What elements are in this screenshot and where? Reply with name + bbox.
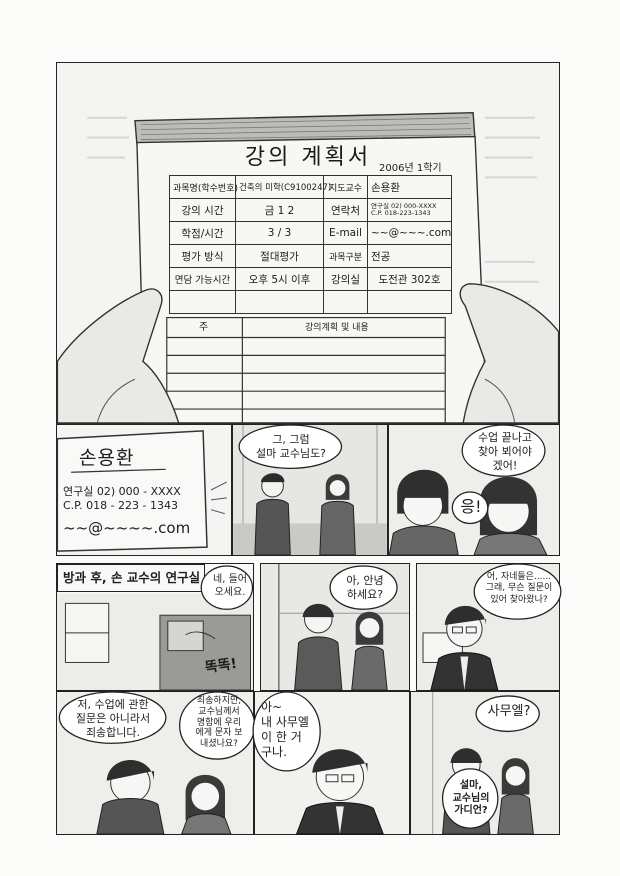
students-greet-art bbox=[261, 564, 409, 691]
table-cell bbox=[323, 290, 368, 314]
table-cell: 절대평가 bbox=[235, 244, 324, 268]
speech-bubble-shape bbox=[473, 563, 562, 620]
speech-bubble-shape bbox=[238, 424, 343, 469]
table-cell: 건축의 미학(C9100247) bbox=[235, 175, 331, 199]
panel-students-question: 저, 수업에 관한 질문은 아니라서 죄송합니다. 죄송하지만, 교수님께서 명… bbox=[56, 691, 256, 835]
speech-bubble-shape bbox=[58, 691, 256, 760]
panel-professor-asks: 어, 자네들은...... 그래, 무슨 질문이 있어 찾아왔나? bbox=[416, 563, 562, 691]
narration-caption-text: 방과 후, 손 교수의 연구실 bbox=[63, 570, 201, 585]
card-office-phone: 연구실 02) 000 - XXXX bbox=[63, 485, 181, 498]
card-email: ~~@~~~~.com bbox=[63, 519, 191, 537]
table-row: 평가 방식 절대평가 과목구분 전공 bbox=[169, 244, 452, 268]
table-cell bbox=[169, 290, 236, 314]
speech-bubble-shape bbox=[451, 424, 546, 525]
table-row: 강의 시간 금 1 2 연락처 연구실 02) 000-XXXX C.P. 01… bbox=[169, 198, 452, 222]
speech-bubble-text: 그, 그럼 설마 교수님도? bbox=[255, 433, 327, 460]
speech-bubble-text: 사무엘? bbox=[487, 704, 531, 719]
table-cell: 오후 5시 이후 bbox=[235, 267, 324, 291]
speech-bubble-text: 아~ 내 사무엘 이 한 거 구나. bbox=[261, 700, 309, 759]
table-cell: 학점/시간 bbox=[169, 221, 236, 245]
table-row: 과목명(학수번호) 건축의 미학(C9100247) 지도교수 손용환 bbox=[169, 175, 452, 199]
syllabus-title: 강의 계획서 bbox=[244, 145, 372, 170]
table-cell: 면담 가능시간 bbox=[169, 267, 236, 291]
table-cell: 강의실 bbox=[323, 267, 368, 291]
plan-header-week: 주 bbox=[199, 322, 209, 333]
panel-office-door: 방과 후, 손 교수의 연구실 네, 들어 오세요. 똑똑! bbox=[56, 563, 254, 691]
business-card-art bbox=[56, 430, 227, 552]
table-cell: 연구실 02) 000-XXXX C.P. 018-223-1343 bbox=[367, 198, 452, 222]
speech-bubble-shape bbox=[252, 691, 321, 772]
card-name: 손용환 bbox=[79, 447, 135, 469]
speech-bubble-text: 죄송하지만, 교수님께서 명함에 우리 에게 문자 보 내셨나요? bbox=[195, 696, 243, 750]
speech-bubble-shape bbox=[200, 565, 254, 610]
speech-bubble-shape bbox=[329, 565, 398, 610]
table-cell: 평가 방식 bbox=[169, 244, 236, 268]
panel-guardian: 사무엘? 설마, 교수님의 가디언? bbox=[410, 691, 560, 835]
table-cell bbox=[235, 290, 324, 314]
speech-bubble-text: 응! bbox=[460, 497, 482, 516]
syllabus-info-table: 과목명(학수번호) 건축의 미학(C9100247) 지도교수 손용환 강의 시… bbox=[169, 175, 452, 314]
speech-bubble-text: 수업 끝나고 찾아 뵈어야 겠어! bbox=[477, 431, 533, 472]
professor-realizes-art bbox=[255, 692, 409, 835]
table-cell bbox=[367, 290, 452, 314]
table-cell: 과목구분 bbox=[323, 244, 368, 268]
plan-header-content: 강의계획 및 내용 bbox=[305, 323, 369, 333]
syllabus-semester: 2006년 1학기 bbox=[379, 163, 442, 174]
table-cell: 전공 bbox=[367, 244, 452, 268]
speech-bubble-text: 어, 자네들은...... 그래, 무슨 질문이 있어 찾아왔나? bbox=[485, 572, 553, 605]
panel-syllabus: 강의 계획서 2006년 1학기 과목명(학수번호) 건축의 미학(C91002… bbox=[56, 62, 560, 424]
panel-professor-realizes: 아~ 내 사무엘 이 한 거 구나. bbox=[252, 691, 410, 835]
table-cell: 지도교수 bbox=[323, 175, 368, 199]
speech-bubble-text: 저, 수업에 관한 질문은 아니라서 죄송합니다. bbox=[75, 698, 151, 739]
table-cell: E-mail bbox=[323, 221, 368, 245]
panel-students-shocked: 그, 그럼 설마 교수님도? bbox=[232, 424, 388, 556]
table-cell: 금 1 2 bbox=[235, 198, 324, 222]
speech-bubble-text: 아, 안녕 하세요? bbox=[346, 574, 384, 601]
table-row: 면담 가능시간 오후 5시 이후 강의실 도전관 302호 bbox=[169, 267, 452, 291]
panel-business-card: 손용환 연구실 02) 000 - XXXX C.P. 018 - 223 - … bbox=[56, 424, 232, 556]
table-row: 학점/시간 3 / 3 E-mail ~~@~~~.com bbox=[169, 221, 452, 245]
table-cell: 연락처 bbox=[323, 198, 368, 222]
speech-bubble-text: 설마, 교수님의 가디언? bbox=[452, 780, 490, 816]
table-cell: 강의 시간 bbox=[169, 198, 236, 222]
panel-students-decide: 수업 끝나고 찾아 뵈어야 겠어! 응! bbox=[388, 424, 560, 556]
panel-greeting: 아, 안녕 하세요? bbox=[260, 563, 410, 691]
table-cell: 3 / 3 bbox=[235, 221, 324, 245]
speech-bubble-text: 네, 들어 오세요. bbox=[213, 574, 247, 598]
table-cell: 과목명(학수번호) bbox=[169, 175, 238, 199]
card-cell-phone: C.P. 018 - 223 - 1343 bbox=[63, 499, 179, 512]
speech-bubble-shape bbox=[441, 695, 540, 829]
table-cell: ~~@~~~.com bbox=[367, 221, 452, 245]
table-cell: 도전관 302호 bbox=[367, 267, 452, 291]
table-cell: 손용환 bbox=[367, 175, 452, 199]
table-row bbox=[169, 290, 452, 314]
students-scene-art bbox=[233, 425, 387, 556]
